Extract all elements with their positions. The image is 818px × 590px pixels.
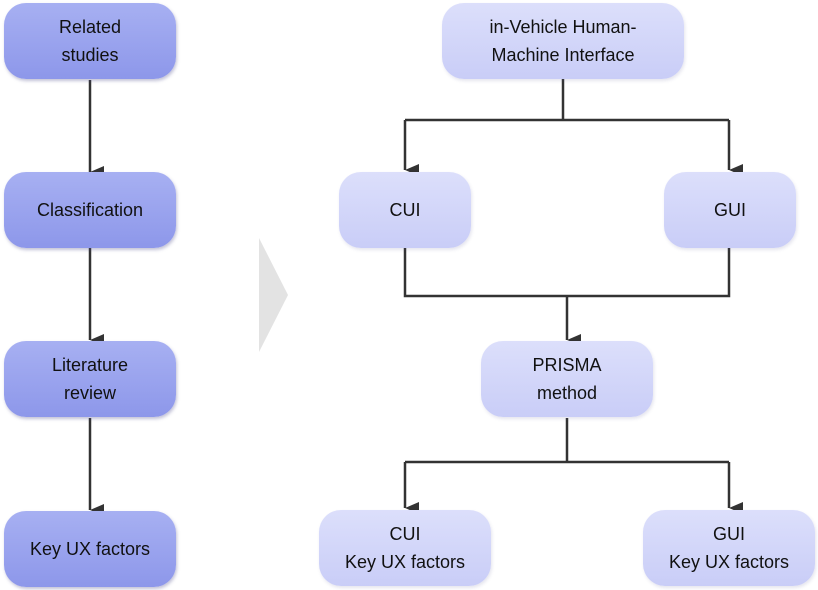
node-related-studies: Related studies xyxy=(4,3,176,79)
node-label: studies xyxy=(61,45,119,65)
node-label: Machine Interface xyxy=(491,45,635,65)
node-label: GUI xyxy=(713,200,746,220)
node-label: Key UX factors xyxy=(29,539,151,559)
node-label: GUI xyxy=(712,524,745,544)
node-label: CUI xyxy=(389,200,421,220)
node-label: PRISMA xyxy=(532,355,602,375)
node-label: Literature xyxy=(51,355,129,375)
node-label: in-Vehicle Human- xyxy=(489,17,637,37)
node-label: Key UX factors xyxy=(344,552,466,572)
node-label: Related xyxy=(58,17,122,37)
node-cui: CUI xyxy=(339,172,471,248)
node-in-vehicle-hmi: in-Vehicle Human- Machine Interface xyxy=(442,3,684,79)
node-label: review xyxy=(63,383,116,403)
node-classification: Classification xyxy=(4,172,176,248)
transition-arrow-icon xyxy=(259,238,288,352)
node-literature-review: Literature review xyxy=(4,341,176,417)
node-prisma-method: PRISMA method xyxy=(481,341,653,417)
node-gui: GUI xyxy=(664,172,796,248)
node-label: Key UX factors xyxy=(668,552,790,572)
node-cui-key-ux-factors: CUI Key UX factors xyxy=(319,510,491,586)
connector-merge-to-prisma xyxy=(403,248,731,298)
node-key-ux-factors: Key UX factors xyxy=(4,511,176,587)
node-label: CUI xyxy=(389,524,421,544)
node-label: method xyxy=(536,383,598,403)
node-gui-key-ux-factors: GUI Key UX factors xyxy=(643,510,815,586)
node-label: Classification xyxy=(36,200,144,220)
